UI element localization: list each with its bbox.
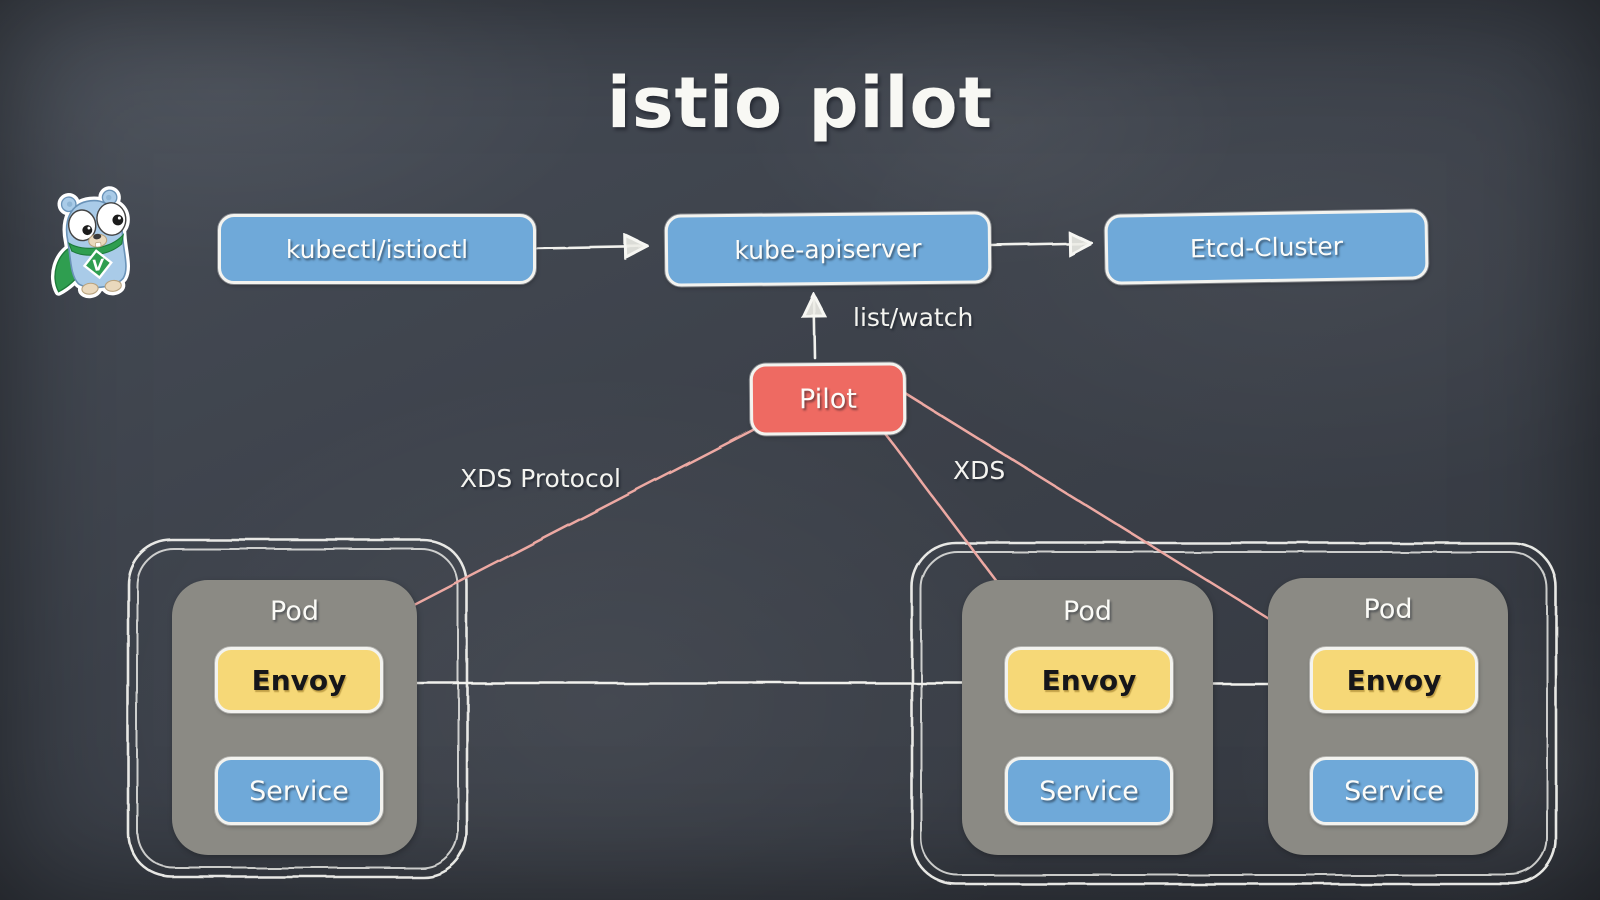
- arrow-pilot-to-apiserver: [814, 296, 815, 360]
- kubectl-istioctl-node: kubectl/istioctl: [218, 214, 536, 284]
- etcd-cluster-label: Etcd-Cluster: [1189, 231, 1344, 263]
- envoy-right-node: Envoy: [1310, 647, 1478, 713]
- pod-middle-title: Pod: [1063, 596, 1112, 627]
- xds-label: XDS: [953, 456, 1006, 485]
- envoy-left-label: Envoy: [251, 663, 347, 697]
- mascot-badge-letter: V: [91, 256, 106, 275]
- arrow-apiserver-to-etcd: [988, 243, 1090, 245]
- envoy-middle-node: Envoy: [1005, 647, 1173, 713]
- service-left-node: Service: [215, 757, 383, 825]
- service-right-node: Service: [1310, 757, 1478, 825]
- pod-left: Pod Envoy Service: [172, 580, 417, 855]
- etcd-cluster-node: Etcd-Cluster: [1104, 209, 1429, 285]
- pod-middle: Pod Envoy Service: [962, 580, 1213, 855]
- kube-apiserver-node: kube-apiserver: [664, 211, 992, 287]
- envoy-right-label: Envoy: [1346, 663, 1442, 697]
- envoy-middle-label: Envoy: [1041, 663, 1137, 697]
- envoy-left-node: Envoy: [215, 647, 383, 713]
- service-middle-label: Service: [1039, 775, 1139, 807]
- arrow-kubectl-to-apiserver: [535, 246, 646, 248]
- pilot-node: Pilot: [749, 362, 907, 436]
- service-middle-node: Service: [1005, 757, 1173, 825]
- go-gopher-mascot-icon: V: [51, 186, 130, 299]
- arrow-pilot-to-envoy-left: [358, 428, 755, 634]
- kube-apiserver-label: kube-apiserver: [734, 233, 922, 265]
- page-title: istio pilot: [606, 62, 994, 144]
- pod-left-title: Pod: [270, 596, 319, 627]
- pod-right-title: Pod: [1363, 594, 1413, 625]
- xds-protocol-label: XDS Protocol: [460, 464, 621, 493]
- service-right-label: Service: [1344, 775, 1444, 807]
- service-left-label: Service: [249, 775, 349, 807]
- pilot-label: Pilot: [798, 383, 858, 415]
- pod-right: Pod Envoy Service: [1268, 578, 1508, 855]
- list-watch-label: list/watch: [853, 303, 974, 332]
- kubectl-istioctl-label: kubectl/istioctl: [285, 234, 469, 264]
